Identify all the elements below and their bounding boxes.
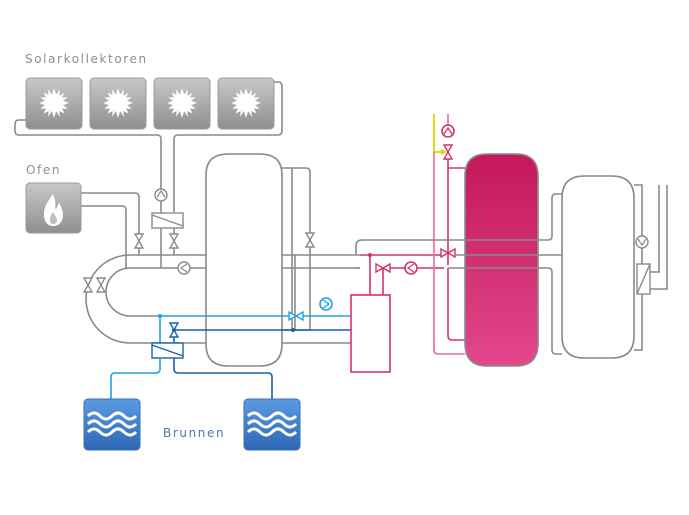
- header-valve-outer[interactable]: [83, 277, 93, 293]
- sun-icon: [231, 88, 261, 118]
- sun-icon: [39, 88, 69, 118]
- solar-collector-array: [25, 77, 275, 130]
- sun-icon: [103, 88, 133, 118]
- hot-water-return-pipe: [433, 152, 465, 355]
- oven-valve[interactable]: [134, 233, 144, 249]
- oven-label: Ofen: [26, 163, 62, 177]
- hot-water-pump-icon[interactable]: [441, 124, 455, 138]
- oven-supply-pipe: [81, 192, 140, 255]
- hot-water-tank[interactable]: [464, 153, 539, 367]
- storage-pump-icon[interactable]: [635, 235, 649, 249]
- main-header-outer: [85, 254, 360, 344]
- main-header-inner: [105, 267, 360, 317]
- buffer-valve[interactable]: [305, 232, 315, 248]
- solar-valve[interactable]: [169, 233, 179, 249]
- well-pump-icon[interactable]: [319, 297, 333, 311]
- storage-tank[interactable]: [561, 175, 635, 359]
- solar-collectors-label: Solarkollektoren: [25, 52, 148, 66]
- solar-supply-pipe: [14, 119, 162, 190]
- buffer-tank[interactable]: [205, 153, 283, 367]
- header-pump-icon[interactable]: [177, 261, 191, 275]
- well-mixing-valve[interactable]: [288, 311, 304, 321]
- wells-label: Brunnen: [163, 426, 226, 440]
- heating-unit[interactable]: [350, 294, 391, 373]
- header-valve-inner[interactable]: [96, 277, 106, 293]
- oven-return-pipe: [81, 205, 127, 268]
- sun-icon: [167, 88, 197, 118]
- solar-return-pipe: [173, 81, 283, 212]
- heating-pump-icon[interactable]: [404, 261, 418, 275]
- flame-icon: [44, 194, 63, 226]
